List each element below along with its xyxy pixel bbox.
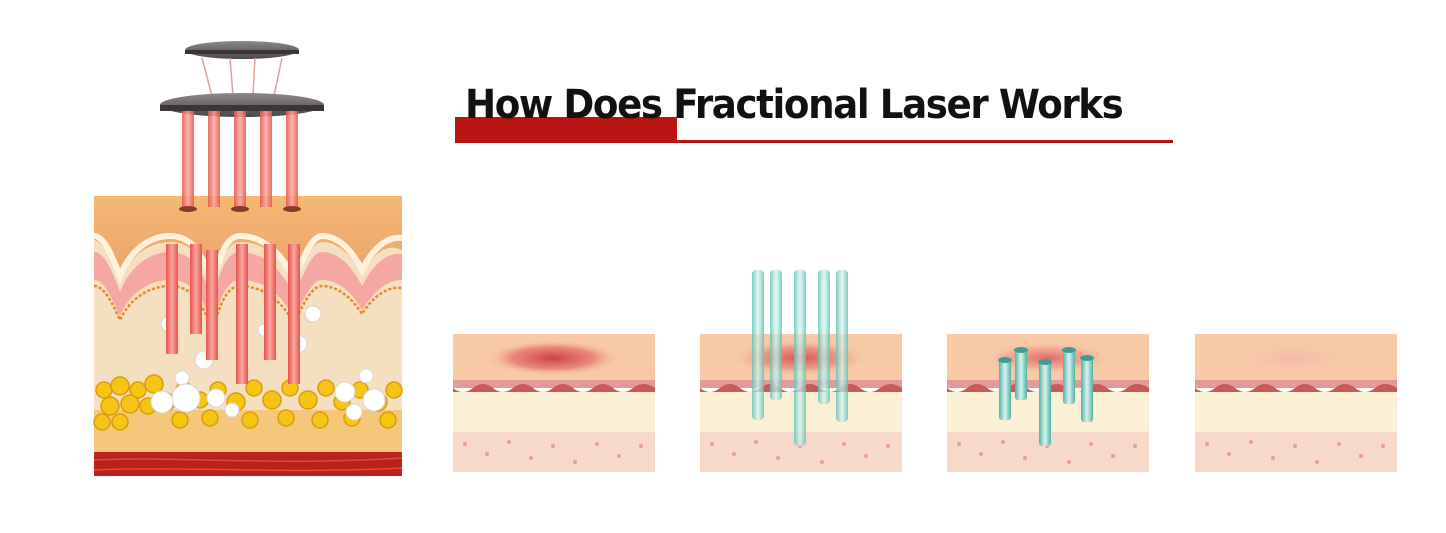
- stage-panel-2: [700, 268, 902, 472]
- stage-panel-3: [947, 268, 1149, 472]
- title-block: How Does Fractional Laser Works: [455, 80, 1173, 146]
- stage-panel-4: [1195, 268, 1397, 472]
- micro-thermal-columns: [998, 347, 1094, 446]
- laser-device: [160, 41, 324, 117]
- stage-panel-1: [453, 268, 655, 472]
- title-underline: [677, 140, 1173, 143]
- page-title: How Does Fractional Laser Works: [465, 82, 1124, 128]
- laser-columns: [752, 270, 848, 446]
- title-accent-bar: [455, 117, 677, 143]
- laser-beams: [166, 111, 301, 384]
- laser-skin-illustration: [90, 30, 410, 480]
